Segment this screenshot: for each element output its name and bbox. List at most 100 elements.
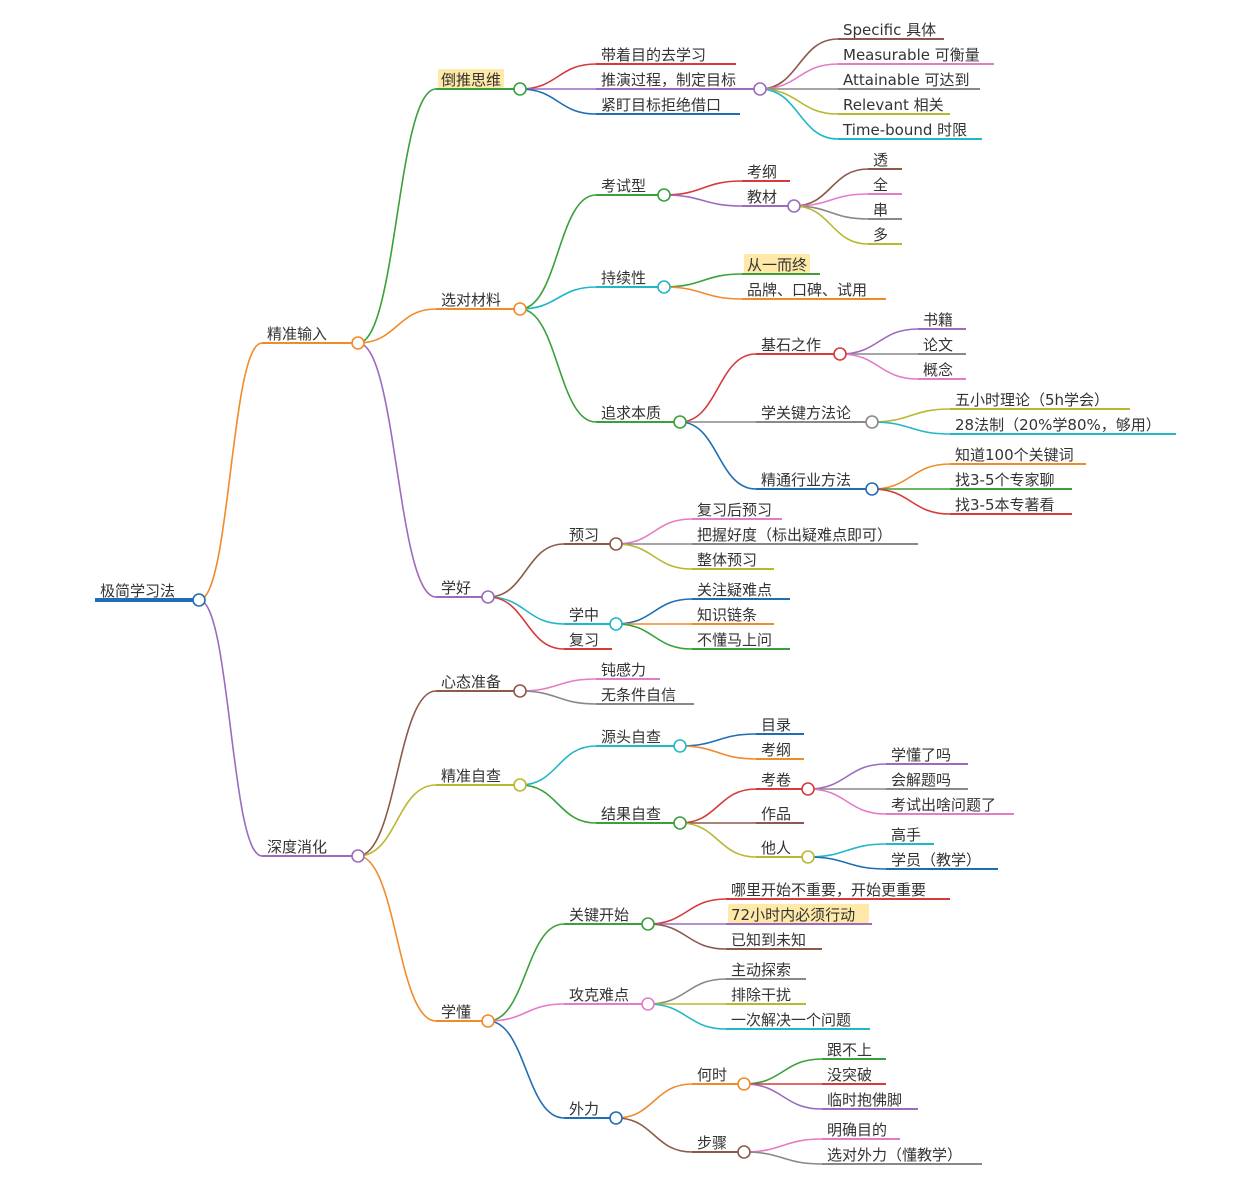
node-label: 学关键方法论 bbox=[761, 404, 851, 422]
node-label: 一次解决一个问题 bbox=[731, 1011, 851, 1029]
node-label: 学懂了吗 bbox=[891, 746, 951, 764]
node-label: 关键开始 bbox=[569, 906, 629, 924]
collapse-toggle[interactable] bbox=[673, 739, 687, 753]
node-label: 书籍 bbox=[923, 311, 953, 329]
collapse-toggle[interactable] bbox=[801, 850, 815, 864]
node-label: 从一而终 bbox=[747, 256, 807, 274]
collapse-toggle[interactable] bbox=[513, 82, 527, 96]
node-label: 源头自查 bbox=[601, 728, 661, 746]
branch-connector bbox=[198, 342, 263, 601]
node-label: 学员（教学） bbox=[891, 851, 981, 869]
collapse-toggle[interactable] bbox=[351, 336, 365, 350]
collapse-toggle[interactable] bbox=[513, 684, 527, 698]
node-label: 带着目的去学习 bbox=[601, 46, 706, 64]
branch-connector bbox=[679, 353, 757, 423]
node-label: 主动探索 bbox=[731, 961, 791, 979]
node-label: 推演过程，制定目标 bbox=[601, 71, 736, 89]
node-label: 深度消化 bbox=[267, 838, 327, 856]
collapse-toggle[interactable] bbox=[673, 816, 687, 830]
collapse-toggle[interactable] bbox=[641, 917, 655, 931]
branch-connector bbox=[357, 690, 437, 857]
collapse-toggle[interactable] bbox=[609, 1111, 623, 1125]
node-label: 考纲 bbox=[761, 741, 791, 759]
branch-connector bbox=[519, 63, 597, 90]
collapse-toggle[interactable] bbox=[833, 347, 847, 361]
node-label: 透 bbox=[873, 151, 888, 169]
node-label: 精通行业方法 bbox=[761, 471, 851, 489]
branch-connector bbox=[743, 1083, 823, 1110]
branch-connector bbox=[487, 543, 565, 598]
collapse-toggle[interactable] bbox=[192, 593, 206, 607]
node-label: 作品 bbox=[761, 805, 791, 823]
collapse-toggle[interactable] bbox=[641, 997, 655, 1011]
branch-connector bbox=[759, 88, 839, 115]
branch-connector bbox=[807, 788, 887, 815]
collapse-toggle[interactable] bbox=[657, 188, 671, 202]
node-label: 不懂马上问 bbox=[697, 631, 772, 649]
branch-connector bbox=[357, 88, 437, 344]
node-label: 攻克难点 bbox=[569, 986, 629, 1004]
branch-connector bbox=[615, 1117, 693, 1153]
branch-connector bbox=[647, 923, 727, 950]
collapse-toggle[interactable] bbox=[657, 280, 671, 294]
branch-connector bbox=[519, 784, 597, 824]
branch-connector bbox=[615, 1083, 693, 1119]
node-label: 没突破 bbox=[827, 1066, 872, 1084]
branch-connector bbox=[839, 353, 919, 380]
collapse-toggle[interactable] bbox=[753, 82, 767, 96]
branch-connector bbox=[807, 856, 887, 870]
branch-connector bbox=[759, 38, 839, 90]
node-label: 临时抱佛脚 bbox=[827, 1091, 902, 1109]
branch-connector bbox=[839, 328, 919, 355]
collapse-toggle[interactable] bbox=[513, 302, 527, 316]
node-label: 倒推思维 bbox=[441, 71, 501, 89]
collapse-toggle[interactable] bbox=[787, 199, 801, 213]
node-label: 复习 bbox=[569, 631, 599, 649]
branch-connector bbox=[615, 598, 693, 625]
collapse-toggle[interactable] bbox=[351, 849, 365, 863]
node-label: 哪里开始不重要，开始更重要 bbox=[731, 881, 926, 899]
node-label: Specific 具体 bbox=[843, 21, 936, 39]
node-label: 考试出啥问题了 bbox=[891, 796, 996, 814]
node-label: 已知到未知 bbox=[731, 931, 806, 949]
branch-connector bbox=[519, 678, 597, 692]
branch-connector bbox=[487, 1003, 565, 1022]
highlight-marker bbox=[728, 904, 869, 923]
branch-connector bbox=[487, 596, 565, 625]
collapse-toggle[interactable] bbox=[801, 782, 815, 796]
node-label: 外力 bbox=[569, 1100, 599, 1118]
collapse-toggle[interactable] bbox=[865, 482, 879, 496]
collapse-toggle[interactable] bbox=[737, 1077, 751, 1091]
branch-connector bbox=[871, 421, 951, 435]
collapse-toggle[interactable] bbox=[481, 590, 495, 604]
branch-connector bbox=[357, 308, 437, 344]
branch-connector bbox=[519, 745, 597, 786]
underline-layer bbox=[95, 38, 1176, 1165]
collapse-toggle[interactable] bbox=[513, 778, 527, 792]
node-label: 步骤 bbox=[697, 1134, 727, 1152]
collapse-toggle[interactable] bbox=[737, 1145, 751, 1159]
node-label: 72小时内必须行动 bbox=[731, 906, 855, 924]
collapse-toggle[interactable] bbox=[673, 415, 687, 429]
collapse-toggle[interactable] bbox=[865, 415, 879, 429]
branch-connector bbox=[871, 488, 951, 515]
branch-connector bbox=[487, 1020, 565, 1119]
collapse-toggle[interactable] bbox=[481, 1014, 495, 1028]
branch-connector bbox=[871, 463, 951, 490]
branch-connector bbox=[519, 690, 597, 705]
branch-connector bbox=[679, 421, 757, 490]
branch-connector bbox=[679, 745, 757, 760]
branch-connector bbox=[743, 1058, 823, 1085]
branch-connector bbox=[519, 286, 597, 310]
node-label: 高手 bbox=[891, 826, 921, 844]
node-label: 会解题吗 bbox=[891, 771, 951, 789]
node-label: 持续性 bbox=[601, 269, 646, 287]
node-label: 选对外力（懂教学） bbox=[827, 1146, 962, 1164]
collapse-toggle[interactable] bbox=[609, 537, 623, 551]
node-label: 基石之作 bbox=[761, 336, 821, 354]
node-label: 精准输入 bbox=[267, 325, 327, 343]
collapse-toggle[interactable] bbox=[609, 617, 623, 631]
node-label: 考卷 bbox=[761, 771, 791, 789]
